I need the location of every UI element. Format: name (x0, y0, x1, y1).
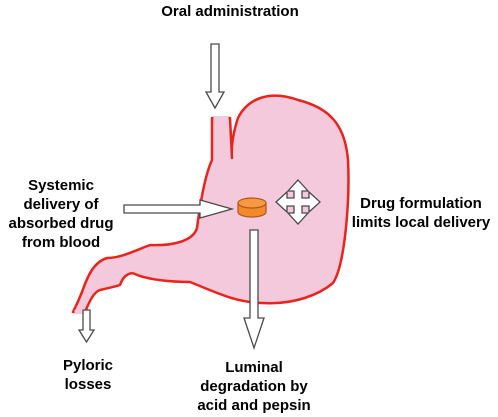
pyloric-losses-label: Pyloric losses (52, 356, 124, 394)
luminal-arrow (243, 229, 265, 351)
four-way-arrow-icon (275, 179, 321, 225)
systemic-line-2: delivery of (23, 196, 99, 213)
systemic-line-4: from blood (21, 234, 101, 251)
systemic-arrow (123, 199, 235, 219)
luminal-line-3: acid and pepsin (197, 397, 311, 414)
systemic-line-1: Systemic (28, 177, 94, 194)
systemic-line-3: absorbed drug (8, 215, 114, 232)
tablet-icon (237, 197, 267, 218)
oral-arrow (204, 43, 226, 110)
pylorus-opening (74, 310, 84, 314)
pyloric-line-2: losses (64, 376, 112, 393)
esophagus-opening (213, 116, 229, 124)
pyloric-arrow (77, 309, 96, 344)
oral-administration-label: Oral administration (161, 3, 299, 20)
formulation-line-1: Drug formulation (360, 195, 482, 212)
systemic-delivery-label: Systemic delivery of absorbed drug from … (0, 176, 122, 252)
luminal-line-1: Luminal (225, 359, 283, 376)
formulation-line-2: limits local delivery (351, 214, 491, 231)
drug-formulation-label: Drug formulation limits local delivery (344, 194, 498, 232)
pyloric-line-1: Pyloric (62, 357, 114, 374)
luminal-degradation-label: Luminal degradation by acid and pepsin (186, 358, 322, 415)
luminal-line-2: degradation by (200, 378, 308, 395)
